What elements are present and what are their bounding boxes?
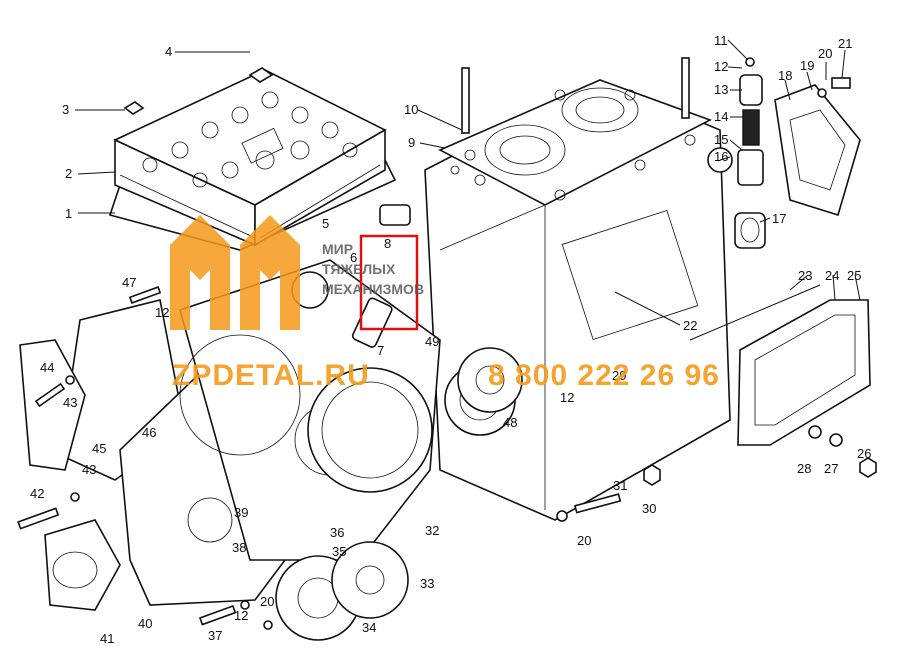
watermark-logo: МИР ТЯЖЕЛЫХ МЕХАНИЗМОВ: [170, 215, 424, 330]
callout-28: 28: [797, 461, 811, 476]
callout-36: 36: [330, 525, 344, 540]
leader-lines: [75, 39, 861, 326]
side-cover-assembly: [556, 284, 877, 522]
callout-26: 26: [857, 446, 871, 461]
callout-37: 37: [208, 628, 222, 643]
watermark-brand-line1: МИР: [322, 241, 353, 257]
callout-12c: 12: [560, 390, 574, 405]
callout-7: 7: [377, 343, 384, 358]
highlight-box: [359, 234, 419, 331]
callout-20c: 20: [260, 594, 274, 609]
callout-30: 30: [642, 501, 656, 516]
callout-24: 24: [825, 268, 839, 283]
callout-35: 35: [332, 544, 346, 559]
studs: [461, 57, 690, 134]
callout-16: 16: [714, 149, 728, 164]
callout-5: 5: [322, 216, 329, 231]
callout-49: 49: [425, 334, 439, 349]
callout-46: 46: [142, 425, 156, 440]
callout-43b: 43: [82, 462, 96, 477]
callout-12d: 12: [234, 608, 248, 623]
watermark-site: ZPDETAL.RU: [172, 359, 370, 392]
callout-44: 44: [40, 360, 54, 375]
callout-32: 32: [425, 523, 439, 538]
callout-8: 8: [384, 236, 391, 251]
callout-10: 10: [404, 102, 418, 117]
watermark-contacts: ZPDETAL.RU 8 800 222 26 96: [172, 359, 720, 392]
callout-3: 3: [62, 102, 69, 117]
callout-18: 18: [778, 68, 792, 83]
gear-train-housing: [19, 204, 523, 641]
callout-17: 17: [772, 211, 786, 226]
watermark-brand-line3: МЕХАНИЗМОВ: [322, 281, 424, 297]
callout-33: 33: [420, 576, 434, 591]
callout-15: 15: [714, 132, 728, 147]
watermark-brand-line2: ТЯЖЕЛЫХ: [322, 261, 396, 277]
callout-11: 11: [714, 33, 728, 48]
callout-1: 1: [65, 206, 72, 221]
callout-27: 27: [824, 461, 838, 476]
callout-38: 38: [232, 540, 246, 555]
callout-20b: 20: [577, 533, 591, 548]
callout-13: 13: [714, 82, 728, 97]
cylinder-head-assembly: [108, 67, 397, 251]
callout-41: 41: [100, 631, 114, 646]
callout-12a: 12: [714, 59, 728, 74]
callout-21: 21: [838, 36, 852, 51]
watermark-phone: 8 800 222 26 96: [488, 359, 720, 392]
callout-42: 42: [30, 486, 44, 501]
upper-right-fittings: [707, 57, 861, 249]
callout-22: 22: [683, 318, 697, 333]
callout-31: 31: [613, 478, 627, 493]
callout-6: 6: [350, 250, 357, 265]
callout-23: 23: [798, 268, 812, 283]
callout-19: 19: [800, 58, 814, 73]
callout-20a: 20: [818, 46, 832, 61]
callout-29: 29: [612, 368, 626, 383]
callout-12b: 12: [155, 305, 169, 320]
fasteners: [17, 286, 273, 630]
callout-47: 47: [122, 275, 136, 290]
callout-45: 45: [92, 441, 106, 456]
callout-4: 4: [165, 44, 172, 59]
crankcase-block: [424, 79, 731, 521]
callout-43a: 43: [63, 395, 77, 410]
callout-25: 25: [847, 268, 861, 283]
callout-39: 39: [234, 505, 248, 520]
callout-40: 40: [138, 616, 152, 631]
callout-2: 2: [65, 166, 72, 181]
callout-9: 9: [408, 135, 415, 150]
callout-14: 14: [714, 109, 728, 124]
callout-34: 34: [362, 620, 376, 635]
callout-labels: 1 2 3 4 5 6 7 8 9 10 11 12 13 14 15 16 1…: [30, 33, 871, 646]
callout-48: 48: [503, 415, 517, 430]
